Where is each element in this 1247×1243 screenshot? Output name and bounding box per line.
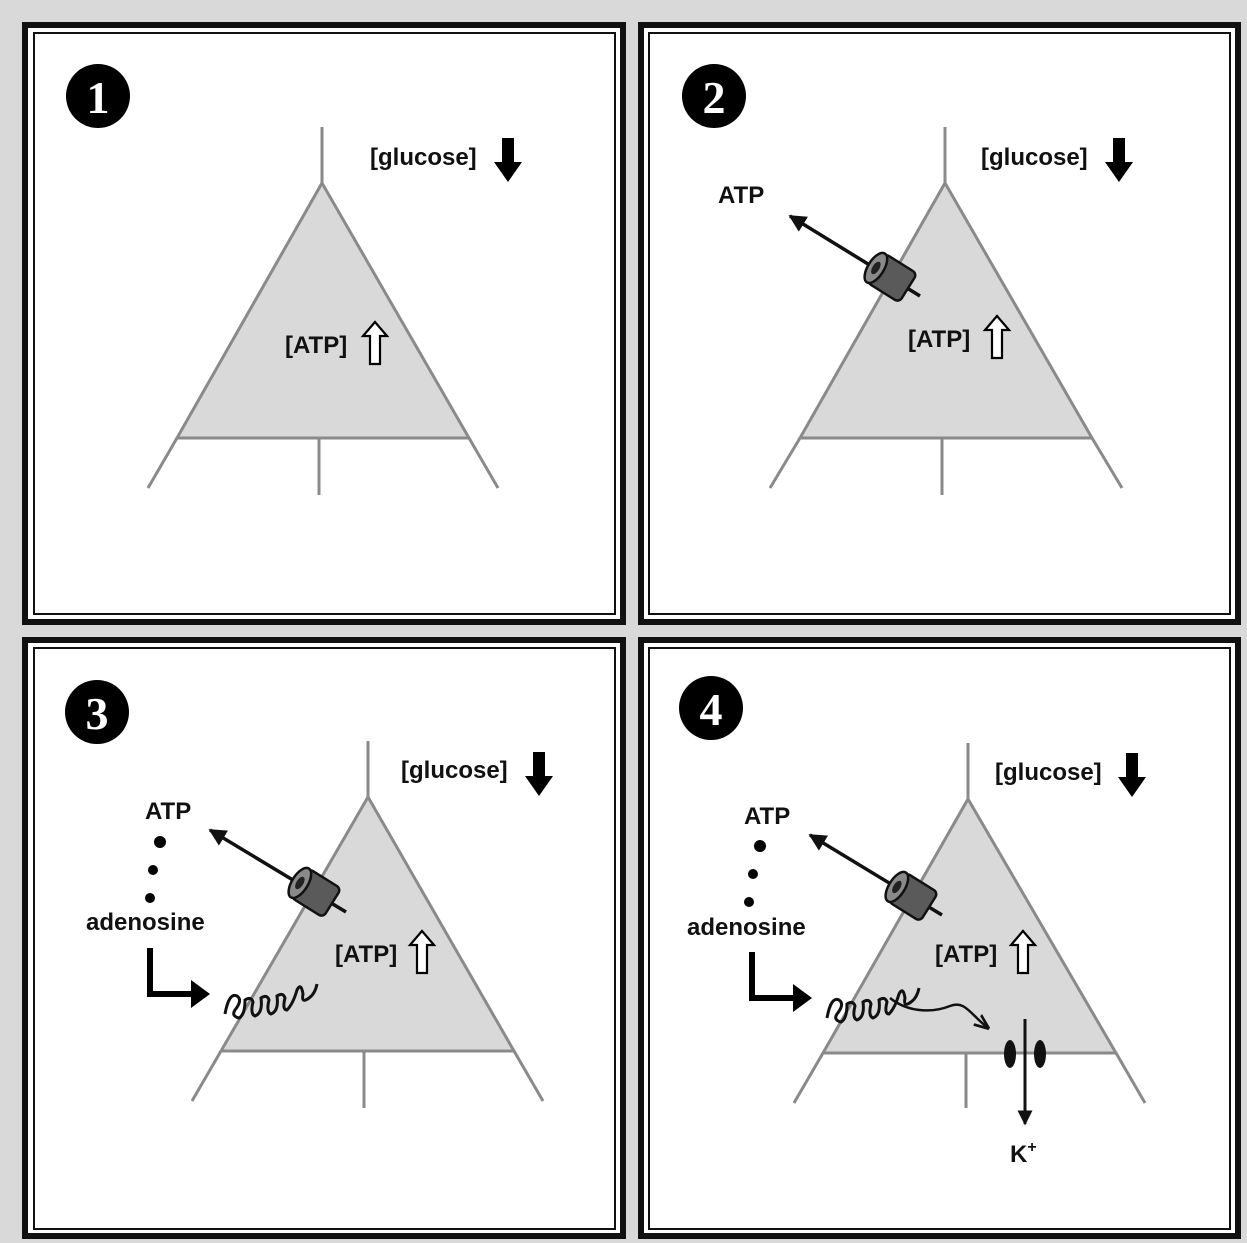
adenosine-binding-arrow [147, 948, 210, 1008]
ion-symbol: K [1010, 1141, 1028, 1168]
cell [146, 127, 500, 495]
cell [190, 741, 545, 1108]
ion-charge: + [1027, 1139, 1036, 1156]
step-number: 2 [703, 72, 726, 123]
panel-2: 2 [glucose] ATP [ATP] [638, 22, 1241, 625]
panel-1: 1 [glucose] [ATP] [22, 22, 626, 625]
atp-release-channel-icon [863, 251, 917, 302]
atp-release-channel-icon [287, 866, 341, 917]
atp-outside-label: ATP [718, 182, 764, 209]
adenosine-label: adenosine [86, 909, 205, 936]
conversion-dots [145, 836, 166, 903]
step-badge: 3 [65, 680, 129, 744]
atp-outside-label: ATP [744, 803, 790, 830]
step-number: 3 [86, 688, 109, 739]
signal-arrow [889, 997, 988, 1028]
panel-3: 3 [glucose] ATP adenosine [22, 637, 626, 1239]
step-badge: 1 [66, 64, 130, 128]
down-arrow-icon [1118, 753, 1146, 797]
down-arrow-icon [494, 138, 522, 182]
step-badge: 2 [682, 64, 746, 128]
atp-release-channel-icon [884, 870, 938, 921]
step-number: 4 [700, 684, 723, 735]
potassium-channel-icon [1004, 1040, 1046, 1068]
atp-inside-label: [ATP] [335, 941, 397, 968]
hollow-up-arrow-icon [360, 320, 390, 366]
step-badge: 4 [679, 676, 743, 740]
glucose-label: [glucose] [981, 144, 1088, 171]
hollow-up-arrow-icon [982, 314, 1012, 360]
glucose-label: [glucose] [370, 144, 477, 171]
adenosine-label: adenosine [687, 914, 806, 941]
cell [768, 127, 1124, 495]
atp-outside-label: ATP [145, 798, 191, 825]
glucose-label: [glucose] [401, 757, 508, 784]
adenosine-binding-arrow [749, 952, 812, 1012]
potassium-label: K+ [1010, 1139, 1037, 1168]
atp-inside-label: [ATP] [285, 332, 347, 359]
panel-4: 4 [glucose] ATP adenosine [638, 637, 1241, 1239]
atp-inside-label: [ATP] [935, 941, 997, 968]
hollow-up-arrow-icon [1008, 929, 1038, 975]
down-arrow-icon [525, 752, 553, 796]
cell [792, 743, 1147, 1108]
hollow-up-arrow-icon [407, 929, 437, 975]
atp-inside-label: [ATP] [908, 326, 970, 353]
glucose-label: [glucose] [995, 759, 1102, 786]
conversion-dots [744, 840, 766, 907]
adenosine-receptor-icon [223, 983, 319, 1020]
down-arrow-icon [1105, 138, 1133, 182]
step-number: 1 [87, 72, 110, 123]
adenosine-receptor-icon [825, 987, 921, 1024]
